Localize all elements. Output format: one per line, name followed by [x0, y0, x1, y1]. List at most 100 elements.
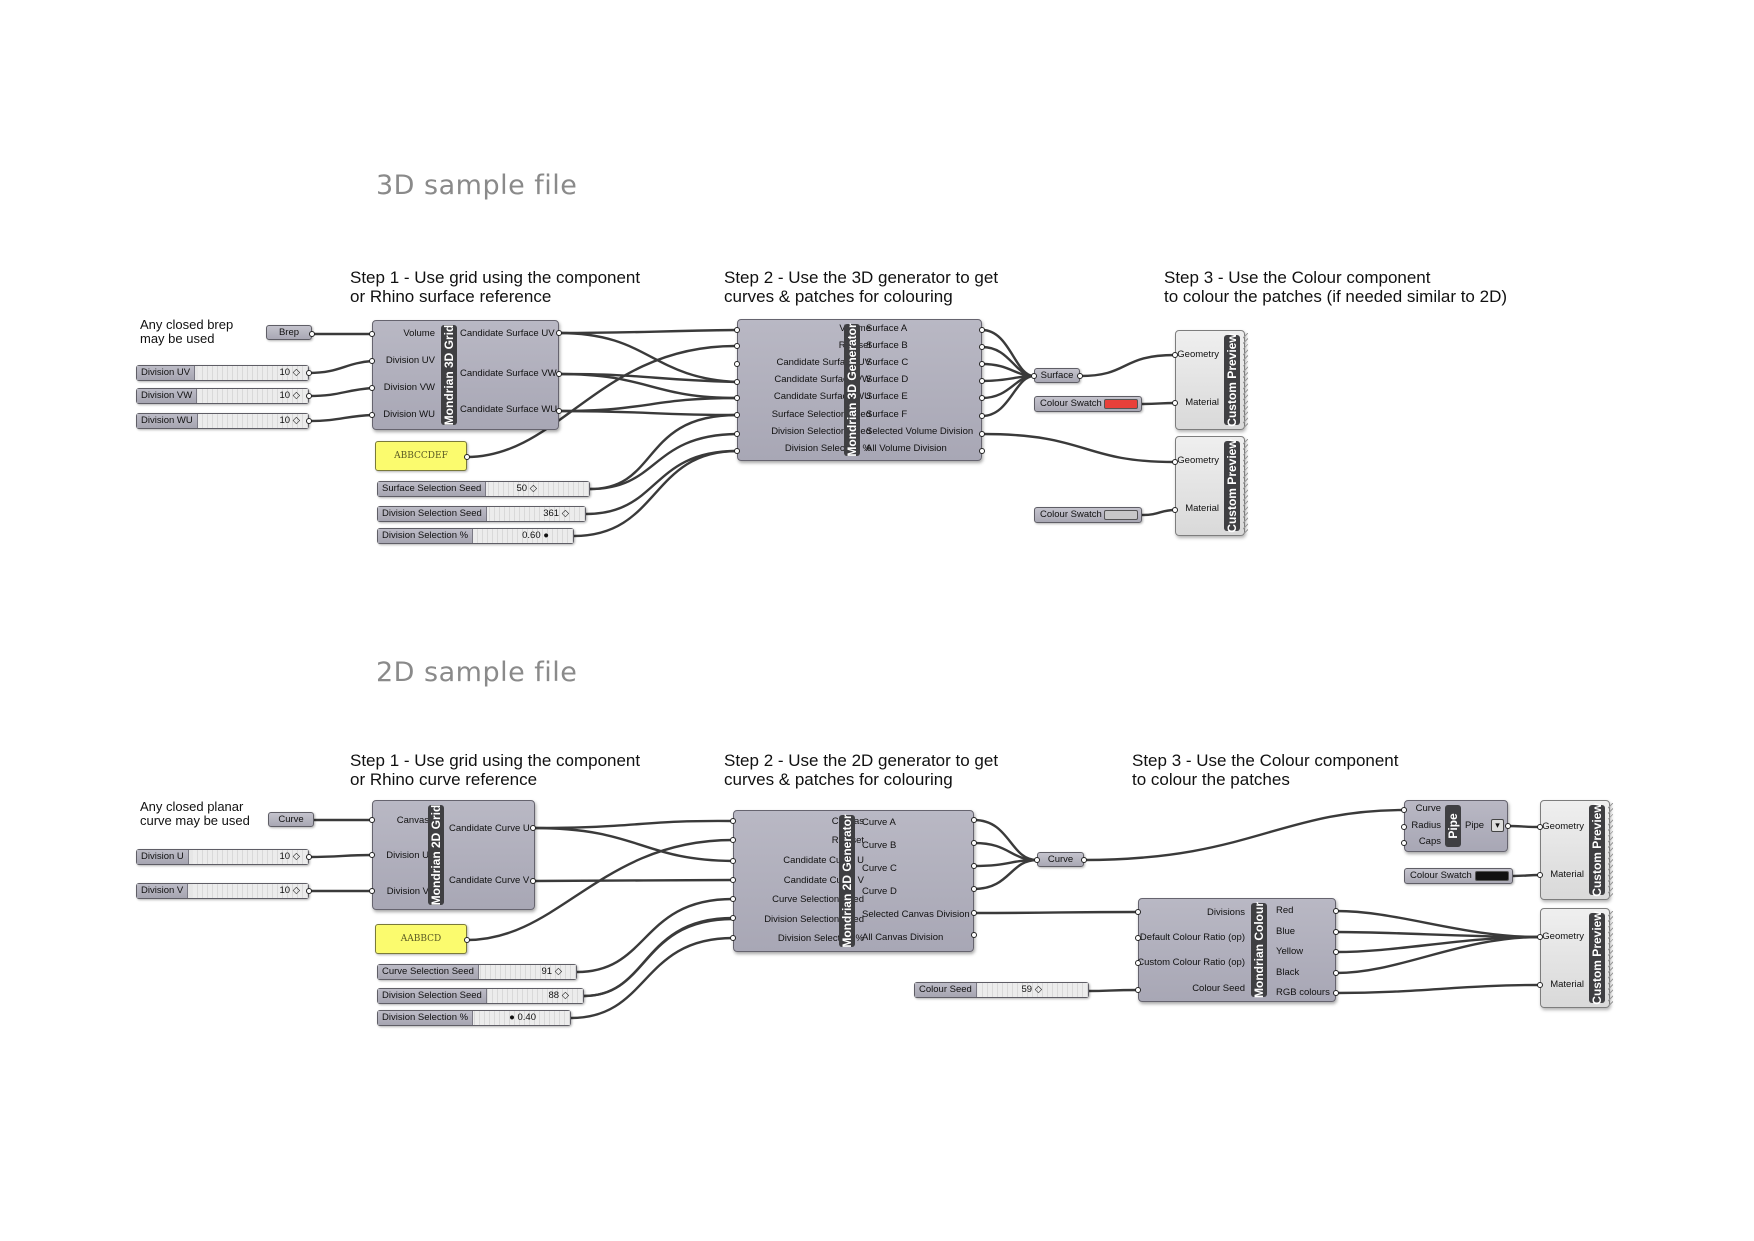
port-dot[interactable]: [556, 408, 562, 414]
mondrian-3d-grid-node[interactable]: Volume Division UV Division VW Division …: [372, 320, 559, 430]
port-dot[interactable]: [1135, 987, 1141, 993]
port-dot[interactable]: [464, 454, 470, 460]
pipe-node[interactable]: Curve Radius Caps Pipe Pipe ▾: [1404, 800, 1508, 852]
ruleset-panel-2d[interactable]: AABBCD: [375, 924, 467, 954]
port-dot[interactable]: [369, 852, 375, 858]
port-dot[interactable]: [1537, 824, 1543, 830]
port-dot[interactable]: [979, 327, 985, 333]
colour-swatch-red[interactable]: Colour Swatch: [1034, 396, 1142, 412]
custom-preview-node-4[interactable]: Geometry Material Custom Preview: [1540, 908, 1613, 1008]
port-dot[interactable]: [1333, 970, 1339, 976]
surface-param[interactable]: Surface: [1034, 368, 1080, 383]
port-dot[interactable]: [306, 393, 312, 399]
port-dot[interactable]: [556, 371, 562, 377]
port-dot[interactable]: [369, 817, 375, 823]
port-dot[interactable]: [730, 935, 736, 941]
mondrian-2d-grid-node[interactable]: Canvas Division U Division V Mondrian 2D…: [372, 800, 535, 910]
port-dot[interactable]: [971, 863, 977, 869]
port-dot[interactable]: [971, 886, 977, 892]
port-dot[interactable]: [979, 344, 985, 350]
port-dot[interactable]: [734, 361, 740, 367]
port-dot[interactable]: [979, 361, 985, 367]
port-dot[interactable]: [734, 343, 740, 349]
port-dot[interactable]: [971, 932, 977, 938]
division-selection-pct-slider-3d[interactable]: Division Selection % 0.60 ●: [377, 528, 574, 544]
port-dot[interactable]: [1135, 960, 1141, 966]
mondrian-3d-generator-node[interactable]: Volume Ruleset Candidate Surface UV Cand…: [737, 319, 982, 461]
curve-input-param[interactable]: Curve: [268, 812, 314, 827]
ruleset-panel-3d[interactable]: ABBCCDEF: [375, 441, 467, 471]
mondrian-colour-node[interactable]: Divisions Default Colour Ratio (op) Cust…: [1137, 898, 1336, 1002]
port-dot[interactable]: [1077, 373, 1083, 379]
port-dot[interactable]: [1537, 934, 1543, 940]
port-dot[interactable]: [1537, 872, 1543, 878]
port-dot[interactable]: [979, 395, 985, 401]
port-dot[interactable]: [734, 412, 740, 418]
port-dot[interactable]: [730, 858, 736, 864]
brep-param[interactable]: Brep: [266, 325, 312, 340]
custom-preview-node-3[interactable]: Geometry Material Custom Preview: [1540, 800, 1613, 900]
port-dot[interactable]: [1333, 929, 1339, 935]
port-dot[interactable]: [1505, 823, 1511, 829]
port-dot[interactable]: [1172, 507, 1178, 513]
surface-selection-seed-slider[interactable]: Surface Selection Seed 50 ◇: [377, 481, 590, 497]
division-uv-slider[interactable]: Division UV 10 ◇: [136, 365, 309, 381]
port-dot[interactable]: [734, 431, 740, 437]
custom-preview-node-1[interactable]: Geometry Material Custom Preview: [1175, 330, 1248, 430]
port-dot[interactable]: [730, 915, 736, 921]
port-dot[interactable]: [1081, 857, 1087, 863]
port-dot[interactable]: [1333, 990, 1339, 996]
port-dot[interactable]: [306, 854, 312, 860]
custom-preview-node-2[interactable]: Geometry Material Custom Preview: [1175, 436, 1248, 536]
curve-output-param[interactable]: Curve: [1037, 852, 1084, 867]
port-dot[interactable]: [1401, 824, 1407, 830]
port-dot[interactable]: [306, 370, 312, 376]
division-selection-seed-slider-3d[interactable]: Division Selection Seed 361 ◇: [377, 506, 586, 522]
port-dot[interactable]: [1333, 908, 1339, 914]
port-dot[interactable]: [369, 385, 375, 391]
division-v-slider[interactable]: Division V 10 ◇: [136, 883, 309, 899]
port-dot[interactable]: [734, 379, 740, 385]
division-selection-pct-slider-2d[interactable]: Division Selection % ● 0.40: [377, 1010, 571, 1026]
division-wu-slider[interactable]: Division WU 10 ◇: [136, 413, 309, 429]
port-dot[interactable]: [1537, 982, 1543, 988]
port-dot[interactable]: [1135, 909, 1141, 915]
curve-selection-seed-slider[interactable]: Curve Selection Seed 91 ◇: [377, 964, 577, 980]
port-dot[interactable]: [369, 888, 375, 894]
colour-swatch-grey[interactable]: Colour Swatch: [1034, 507, 1142, 523]
port-dot[interactable]: [530, 878, 536, 884]
port-dot[interactable]: [979, 448, 985, 454]
colour-swatch-black[interactable]: Colour Swatch: [1404, 868, 1513, 884]
port-dot[interactable]: [556, 330, 562, 336]
port-dot[interactable]: [306, 888, 312, 894]
port-dot[interactable]: [1034, 857, 1040, 863]
division-vw-slider[interactable]: Division VW 10 ◇: [136, 388, 309, 404]
port-dot[interactable]: [1135, 935, 1141, 941]
port-dot[interactable]: [730, 837, 736, 843]
port-dot[interactable]: [734, 327, 740, 333]
port-dot[interactable]: [1333, 949, 1339, 955]
port-dot[interactable]: [979, 378, 985, 384]
port-dot[interactable]: [369, 331, 375, 337]
port-dot[interactable]: [730, 896, 736, 902]
port-dot[interactable]: [730, 877, 736, 883]
port-dot[interactable]: [1031, 373, 1037, 379]
port-dot[interactable]: [734, 395, 740, 401]
port-dot[interactable]: [530, 825, 536, 831]
port-dot[interactable]: [306, 418, 312, 424]
port-dot[interactable]: [1172, 459, 1178, 465]
port-dot[interactable]: [979, 431, 985, 437]
division-u-slider[interactable]: Division U 10 ◇: [136, 849, 309, 865]
port-dot[interactable]: [730, 818, 736, 824]
port-dot[interactable]: [464, 937, 470, 943]
port-dot[interactable]: [971, 817, 977, 823]
port-dot[interactable]: [979, 413, 985, 419]
port-dot[interactable]: [369, 358, 375, 364]
port-dot[interactable]: [309, 331, 315, 337]
pipe-options-icon[interactable]: ▾: [1491, 819, 1504, 832]
port-dot[interactable]: [971, 840, 977, 846]
port-dot[interactable]: [369, 412, 375, 418]
port-dot[interactable]: [1172, 352, 1178, 358]
division-selection-seed-slider-2d[interactable]: Division Selection Seed 88 ◇: [377, 988, 584, 1004]
port-dot[interactable]: [971, 910, 977, 916]
